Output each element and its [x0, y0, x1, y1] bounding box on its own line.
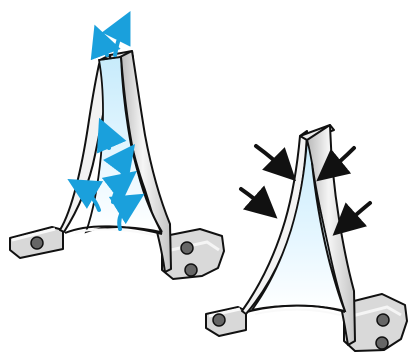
outflow-arrow-1 [98, 34, 107, 55]
left-bolt-hole-3 [185, 264, 197, 276]
left-nozzle-figure [10, 20, 224, 279]
inflow-arrow-1 [256, 146, 289, 174]
right-bolt-hole-1 [213, 314, 225, 326]
left-bolt-hole-2 [181, 242, 193, 254]
right-bolt-hole-3 [376, 337, 388, 349]
right-nozzle-figure [206, 125, 407, 351]
inflow-arrow-2 [241, 189, 270, 212]
left-nozzle-body [60, 51, 171, 272]
outflow-arrow-2 [115, 20, 126, 55]
inflow-arrow-4 [340, 203, 370, 229]
right-bolt-hole-2 [377, 314, 389, 326]
left-bolt-hole-1 [31, 237, 43, 249]
right-nozzle-body [242, 125, 355, 345]
left-base-flange [10, 227, 224, 279]
